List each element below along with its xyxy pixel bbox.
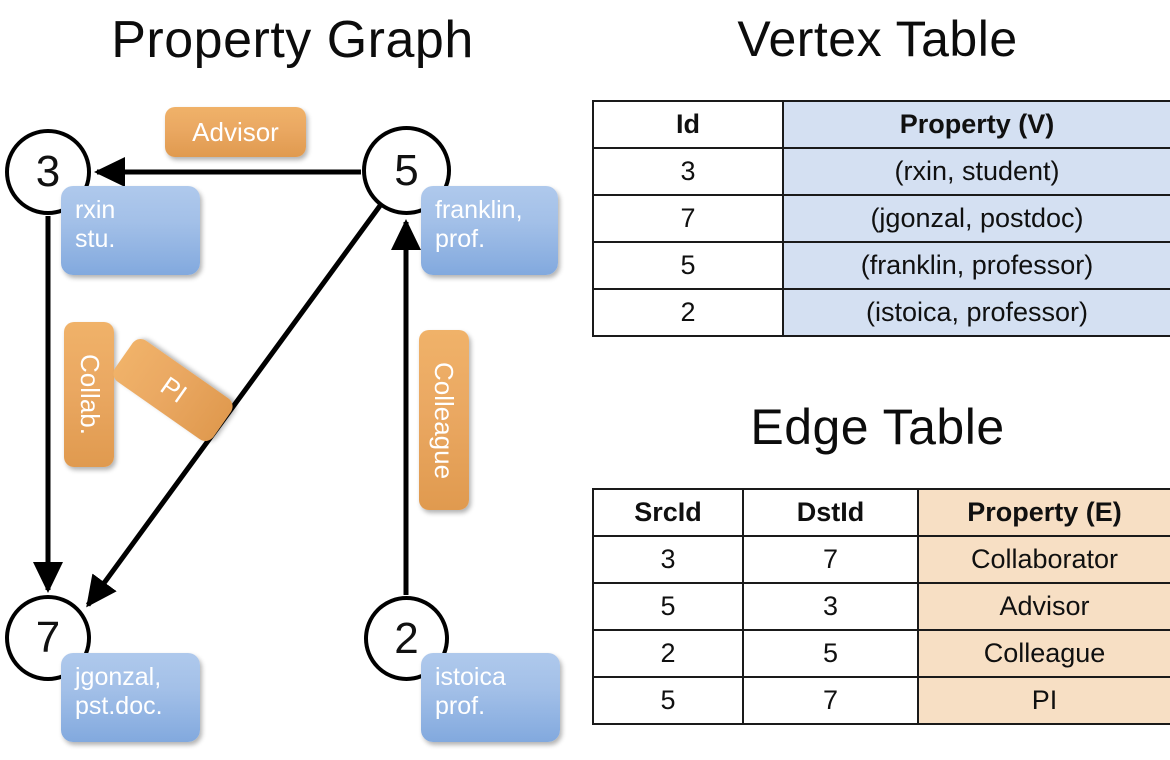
table-row: 5 (franklin, professor) xyxy=(592,241,1170,290)
cell-id: 7 xyxy=(592,194,784,243)
column-header-property-v: Property (V) xyxy=(782,100,1170,149)
cell-id: 5 xyxy=(592,241,784,290)
column-header-dstid: DstId xyxy=(742,488,919,537)
cell-property: PI xyxy=(917,676,1170,725)
node-property-bubble-2: istoica prof. xyxy=(421,653,560,742)
cell-property: (rxin, student) xyxy=(782,147,1170,196)
cell-id: 2 xyxy=(592,288,784,337)
node-property-line-1: jgonzal, xyxy=(75,663,162,691)
column-header-srcid: SrcId xyxy=(592,488,744,537)
edge-line-5-to-7 xyxy=(85,201,385,608)
page-title-vertex-table: Vertex Table xyxy=(737,11,1018,67)
node-property-line-2: stu. xyxy=(75,224,116,253)
table-row: 3 (rxin, student) xyxy=(592,147,1170,196)
edge-table: SrcId DstId Property (E) 3 7 Collaborato… xyxy=(592,488,1170,725)
edge-label-colleague-text: Colleague xyxy=(429,361,460,479)
graph-edge-lines xyxy=(33,157,421,608)
column-header-id: Id xyxy=(592,100,784,149)
node-property-line-2: prof. xyxy=(435,691,486,720)
cell-id: 3 xyxy=(592,147,784,196)
edge-label-pi-text: PI xyxy=(154,370,192,409)
node-property-bubble-5: franklin, prof. xyxy=(421,186,558,275)
table-row: 5 7 PI xyxy=(592,676,1170,725)
cell-property: (jgonzal, postdoc) xyxy=(782,194,1170,243)
node-property-bubble-3: rxin stu. xyxy=(61,186,200,275)
edge-label-advisor-text: Advisor xyxy=(192,116,279,147)
cell-srcid: 2 xyxy=(592,629,744,678)
cell-property: Collaborator xyxy=(917,535,1170,584)
table-row: 7 (jgonzal, postdoc) xyxy=(592,194,1170,243)
cell-dstid: 7 xyxy=(742,676,919,725)
cell-property: Advisor xyxy=(917,582,1170,631)
table-header-row: Id Property (V) xyxy=(592,100,1170,149)
node-property-line-2: pst.doc. xyxy=(75,691,163,720)
column-header-property-e: Property (E) xyxy=(917,488,1170,537)
cell-dstid: 3 xyxy=(742,582,919,631)
edge-label-collab: Collab. xyxy=(64,322,114,467)
vertex-table: Id Property (V) 3 (rxin, student) 7 (jgo… xyxy=(592,100,1170,337)
table-row: 2 5 Colleague xyxy=(592,629,1170,678)
page-title-edge-table: Edge Table xyxy=(750,399,1005,455)
node-property-line-1: istoica xyxy=(435,663,506,691)
cell-property: (istoica, professor) xyxy=(782,288,1170,337)
cell-property: (franklin, professor) xyxy=(782,241,1170,290)
cell-dstid: 7 xyxy=(742,535,919,584)
node-property-line-2: prof. xyxy=(435,224,486,253)
cell-srcid: 5 xyxy=(592,582,744,631)
edge-label-colleague: Colleague xyxy=(419,330,469,510)
cell-srcid: 3 xyxy=(592,535,744,584)
edge-label-advisor: Advisor xyxy=(165,107,306,157)
node-property-bubble-7: jgonzal, pst.doc. xyxy=(61,653,200,742)
cell-property: Colleague xyxy=(917,629,1170,678)
edge-label-collab-text: Collab. xyxy=(74,354,105,435)
page-title-property-graph: Property Graph xyxy=(111,11,474,69)
table-header-row: SrcId DstId Property (E) xyxy=(592,488,1170,537)
table-row: 5 3 Advisor xyxy=(592,582,1170,631)
table-row: 3 7 Collaborator xyxy=(592,535,1170,584)
node-property-line-1: rxin xyxy=(75,196,116,224)
table-row: 2 (istoica, professor) xyxy=(592,288,1170,337)
node-property-line-1: franklin, xyxy=(435,196,523,224)
node-5[interactable]: 5 xyxy=(362,126,451,215)
cell-dstid: 5 xyxy=(742,629,919,678)
node-2[interactable]: 2 xyxy=(364,596,449,681)
property-graph-diagram: 3 5 7 2 rxin stu. franklin, prof. jgonza… xyxy=(5,107,560,742)
cell-srcid: 5 xyxy=(592,676,744,725)
